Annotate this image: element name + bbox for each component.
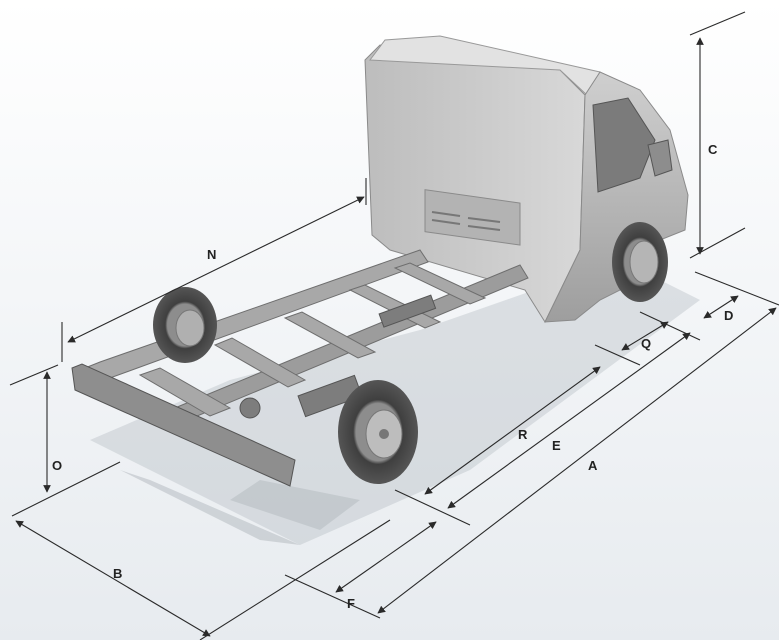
rear-bumper	[71, 363, 296, 487]
dimension-label-f: F	[347, 596, 355, 611]
extension-line	[9, 364, 59, 386]
dimension-label-c: C	[708, 142, 718, 157]
dimension-line-f	[335, 521, 437, 593]
dimension-label-r: R	[518, 427, 528, 442]
vehicle-illustration	[71, 35, 689, 487]
extension-line	[689, 227, 746, 259]
rear-wheel-far	[153, 287, 217, 363]
rear-panel-slots	[431, 211, 501, 231]
dimension-label-q: Q	[641, 336, 651, 351]
extension-line	[11, 461, 121, 517]
cab-window	[592, 97, 656, 193]
cab-rear-wall	[364, 44, 586, 324]
extension-line	[394, 489, 471, 526]
dimension-line-n	[67, 196, 365, 343]
dimension-line-r	[424, 366, 601, 495]
dimension-label-a: A	[588, 458, 598, 473]
dimension-labels: C N O B A E R F Q D	[52, 142, 733, 611]
extension-line	[689, 11, 746, 36]
rear-wheel-near	[338, 380, 418, 484]
dimension-line-d	[703, 295, 739, 319]
front-wheel	[612, 222, 668, 302]
dimension-label-b: B	[113, 566, 122, 581]
dimension-label-e: E	[552, 438, 561, 453]
side-mirror	[647, 139, 673, 177]
dimension-line-q	[621, 321, 669, 351]
dimension-lines	[9, 11, 779, 640]
extension-line	[694, 271, 779, 306]
dimension-line-b	[15, 520, 211, 637]
rear-panel-vents	[424, 189, 521, 246]
dimension-label-d: D	[724, 308, 733, 323]
dimension-label-n: N	[207, 247, 216, 262]
dimension-label-o: O	[52, 458, 62, 473]
extension-line	[284, 574, 381, 619]
